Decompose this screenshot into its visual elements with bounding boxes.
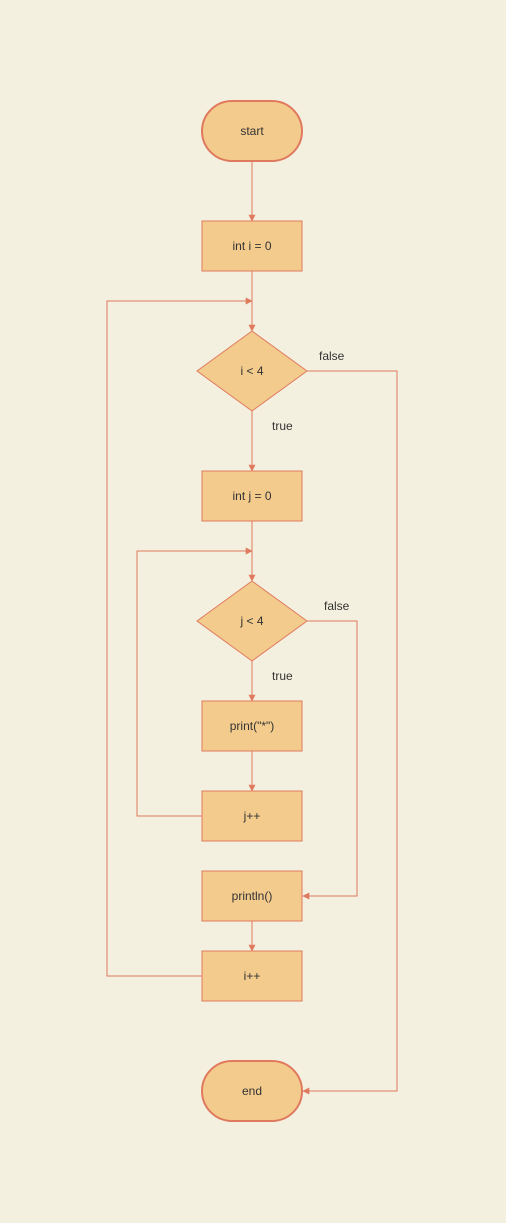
start-label: start	[240, 124, 264, 138]
init-j-process: int j = 0	[201, 470, 303, 522]
print-star-process: print("*")	[201, 700, 303, 752]
print-star-label: print("*")	[230, 719, 275, 733]
end-label: end	[242, 1084, 262, 1098]
edge-cond-j-false-to-println	[302, 620, 358, 900]
edge-cond-i-false-to-end	[302, 370, 398, 1095]
end-terminal: end	[201, 1060, 303, 1122]
cond-j-label: j < 4	[239, 614, 263, 628]
cond-i-decision: i < 4	[196, 330, 308, 412]
edge-label-cond-i-true: true	[272, 419, 293, 433]
init-i-process: int i = 0	[201, 220, 303, 272]
inc-i-label: i++	[244, 969, 261, 983]
println-process: println()	[201, 870, 303, 922]
inc-j-process: j++	[201, 790, 303, 842]
init-i-label: int i = 0	[232, 239, 271, 253]
edge-label-cond-j-true: true	[272, 669, 293, 683]
println-label: println()	[232, 889, 273, 903]
edge-label-cond-i-false: false	[319, 349, 345, 363]
edge-inc-j-loop-back	[136, 547, 253, 817]
cond-i-label: i < 4	[240, 364, 263, 378]
init-j-label: int j = 0	[232, 489, 271, 503]
edges	[106, 161, 398, 1095]
edge-inc-i-loop-back	[106, 297, 253, 977]
inc-j-label: j++	[243, 809, 261, 823]
cond-j-decision: j < 4	[196, 580, 308, 662]
inc-i-process: i++	[201, 950, 303, 1002]
start-terminal: start	[201, 100, 303, 162]
edge-label-cond-j-false: false	[324, 599, 350, 613]
